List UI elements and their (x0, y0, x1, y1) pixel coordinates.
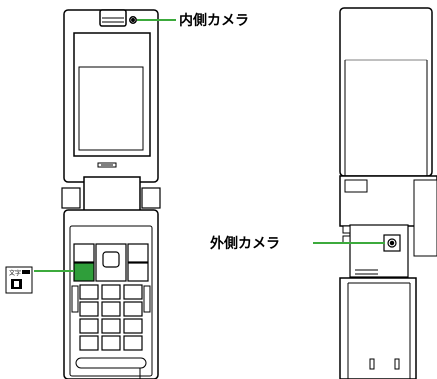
inner-camera-label: 内側カメラ (179, 12, 249, 29)
back-upper-housing (339, 7, 433, 177)
back-lower-housing (339, 277, 417, 379)
phone-back-view (339, 7, 437, 379)
highlighted-key (73, 262, 95, 282)
outer-camera-label: 外側カメラ (210, 235, 280, 252)
nav-key-top-left (73, 243, 95, 263)
nav-key-bottom-right (127, 262, 149, 282)
nav-center-key (102, 251, 120, 268)
svg-text:文字: 文字 (9, 269, 21, 277)
phone-front-view (61, 9, 161, 379)
nav-key-top-right (127, 243, 149, 263)
character-key-icon: 文字 (5, 266, 33, 294)
front-hinge (83, 176, 141, 212)
numeric-keypad (79, 284, 143, 351)
front-display-screen (73, 32, 151, 157)
